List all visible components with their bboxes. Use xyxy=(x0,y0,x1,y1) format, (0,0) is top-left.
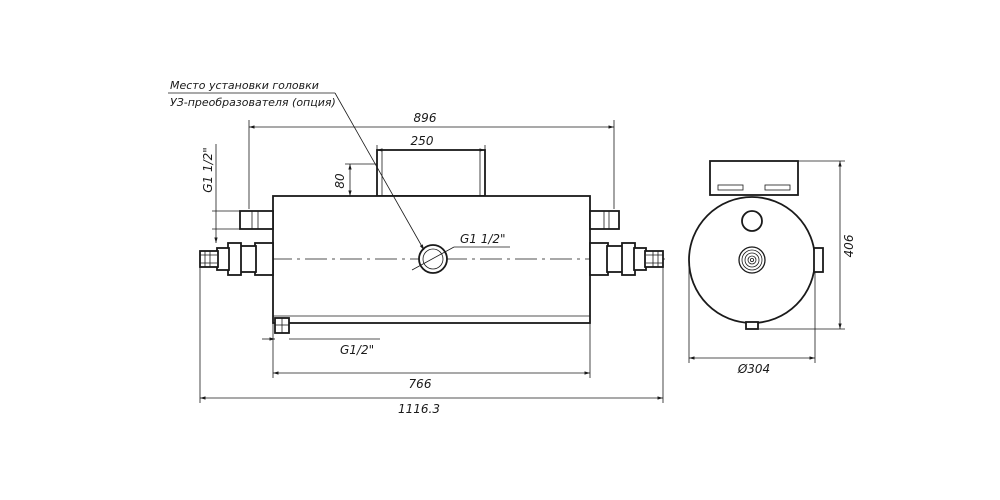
dim-766-label: 766 xyxy=(409,377,432,391)
dim-406: 406 xyxy=(758,160,856,330)
dim-sensor-thread: G1 1/2" xyxy=(411,232,510,271)
control-head xyxy=(376,149,486,197)
dim-80-label: 80 xyxy=(333,173,347,189)
dim-inlet-thread-label: G1 1/2" xyxy=(201,147,215,193)
dim-drain-thread: G1/2" xyxy=(262,337,380,357)
right-outlet-fitting xyxy=(589,242,664,276)
side-nozzle xyxy=(813,247,824,273)
dim-80: 80 xyxy=(333,163,377,197)
dim-766: 766 xyxy=(272,323,591,391)
side-view: Ø304 406 xyxy=(688,160,856,376)
upper-left-nozzle xyxy=(239,210,274,230)
upper-right-nozzle xyxy=(589,210,620,230)
side-center-fitting xyxy=(738,246,766,274)
dim-896: 896 xyxy=(248,111,615,209)
side-head-box xyxy=(709,160,799,196)
side-drain xyxy=(745,321,759,330)
dim-250-label: 250 xyxy=(411,134,434,148)
front-view: 896 250 80 G1 1/2" G1 1/2" xyxy=(168,79,665,416)
side-upper-port xyxy=(741,210,763,232)
dim-1116: 1116.3 xyxy=(199,267,664,416)
left-inlet-fitting xyxy=(199,242,274,276)
dim-inlet-thread: G1 1/2" xyxy=(201,144,240,243)
callout: Место установки головки УЗ-преобразовате… xyxy=(168,79,425,251)
dim-sensor-thread-label: G1 1/2" xyxy=(460,232,506,246)
dim-drain-thread-label: G1/2" xyxy=(340,343,374,357)
drain-plug xyxy=(274,317,290,334)
dim-diameter-label: Ø304 xyxy=(737,362,770,376)
dim-250: 250 xyxy=(376,134,486,152)
callout-line2: УЗ-преобразователя (опция) xyxy=(170,96,336,109)
dim-406-label: 406 xyxy=(842,234,856,257)
dim-diameter: Ø304 xyxy=(688,264,816,376)
callout-line1: Место установки головки xyxy=(170,79,319,92)
sensor-port xyxy=(418,244,448,274)
dim-1116-label: 1116.3 xyxy=(398,402,440,416)
dim-896-label: 896 xyxy=(414,111,437,125)
